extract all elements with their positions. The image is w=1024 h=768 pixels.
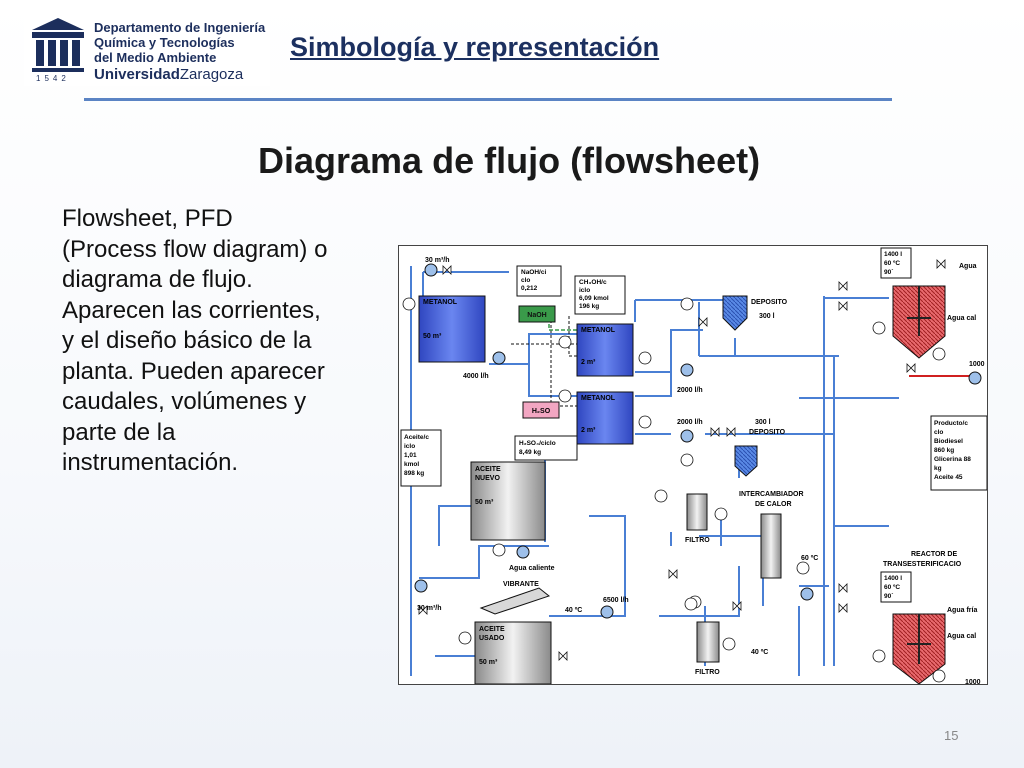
logo-department-line-1: Departamento de Ingeniería (94, 20, 266, 35)
header-divider (84, 98, 892, 101)
metanol-tank-1-name: METANOL (423, 299, 458, 306)
agua-fria-label-bottom: Agua fría (947, 607, 977, 614)
deposito-top-volume: 300 l (759, 313, 775, 320)
agua-caliente-label-bottom: Agua cal (947, 633, 976, 640)
naoh-label: NaOH (527, 312, 546, 319)
metanol-tank-3-name: METANOL (581, 395, 616, 402)
university-crest-icon (32, 18, 84, 72)
agua-caliente-label: Agua caliente (509, 565, 555, 572)
logo-department-line-3: del Medio Ambiente (94, 50, 217, 65)
flow-label-4000: 4000 l/h (463, 373, 489, 380)
aceite-usado-name-1: ACEITE (479, 626, 505, 633)
number-1000-a: 1000 (969, 361, 985, 368)
temperature-60: 60 ºC (801, 555, 818, 562)
slide-body-text: Flowsheet, PFD (Process flow diagram) o … (62, 205, 328, 476)
aceite-nuevo-volume: 50 m³ (475, 499, 494, 506)
slide-title: Diagrama de flujo (flowsheet) (258, 140, 761, 181)
university-logo: 1542 Departamento de Ingeniería Química … (24, 14, 270, 86)
aceite-usado-volume: 50 m³ (479, 659, 498, 666)
intercambiador-label-2: DE CALOR (755, 501, 792, 508)
metanol-tank-1-volume: 50 m³ (423, 333, 442, 340)
agua-label-top: Agua (959, 263, 977, 270)
metanol-tank-2-name: METANOL (581, 327, 616, 334)
agua-caliente-label-top: Agua cal (947, 315, 976, 322)
h2so4-label: H₂SO (532, 408, 551, 415)
aceite-nuevo-name-2: NUEVO (475, 475, 500, 482)
flow-label-2000-b: 2000 l/h (677, 419, 703, 426)
logo-department-line-2: Química y Tecnologías (94, 35, 235, 50)
temperature-40-b: 40 ºC (751, 649, 768, 656)
flow-label-6500: 6500 l/h (603, 597, 629, 604)
filtro-label-1: FILTRO (685, 537, 710, 544)
reactor-label-1: REACTOR DE (911, 551, 957, 558)
flow-label-30-top: 30 m³/h (425, 257, 450, 264)
temperature-40-a: 40 ºC (565, 607, 582, 614)
section-title: Simbología y representación (290, 32, 660, 62)
logo-year: 1542 (36, 74, 70, 83)
deposito-mid-name: DEPOSITO (749, 429, 786, 436)
reactor-label-2: TRANSESTERIFICACIO (883, 561, 962, 568)
metanol-tank-3-volume: 2 m³ (581, 427, 596, 434)
filtro-label-2: FILTRO (695, 669, 720, 676)
aceite-nuevo-name-1: ACEITE (475, 466, 501, 473)
aceite-usado-name-2: USADO (479, 635, 505, 642)
vibrante-label: VIBRANTE (503, 581, 539, 588)
logo-university-bold: Universidad (94, 66, 180, 83)
metanol-tank-2-volume: 2 m³ (581, 359, 596, 366)
logo-university-city: Zaragoza (179, 66, 244, 83)
flow-label-2000-a: 2000 l/h (677, 387, 703, 394)
intercambiador-label-1: INTERCAMBIADOR (739, 491, 804, 498)
number-1000-b: 1000 (965, 679, 981, 684)
logo-university-name: UniversidadZaragoza (94, 66, 243, 83)
page-number: 15 (944, 728, 959, 743)
deposito-mid-volume: 300 l (755, 419, 771, 426)
flow-label-30-bottom: 30 m³/h (417, 605, 442, 612)
deposito-top-name: DEPOSITO (751, 299, 788, 306)
